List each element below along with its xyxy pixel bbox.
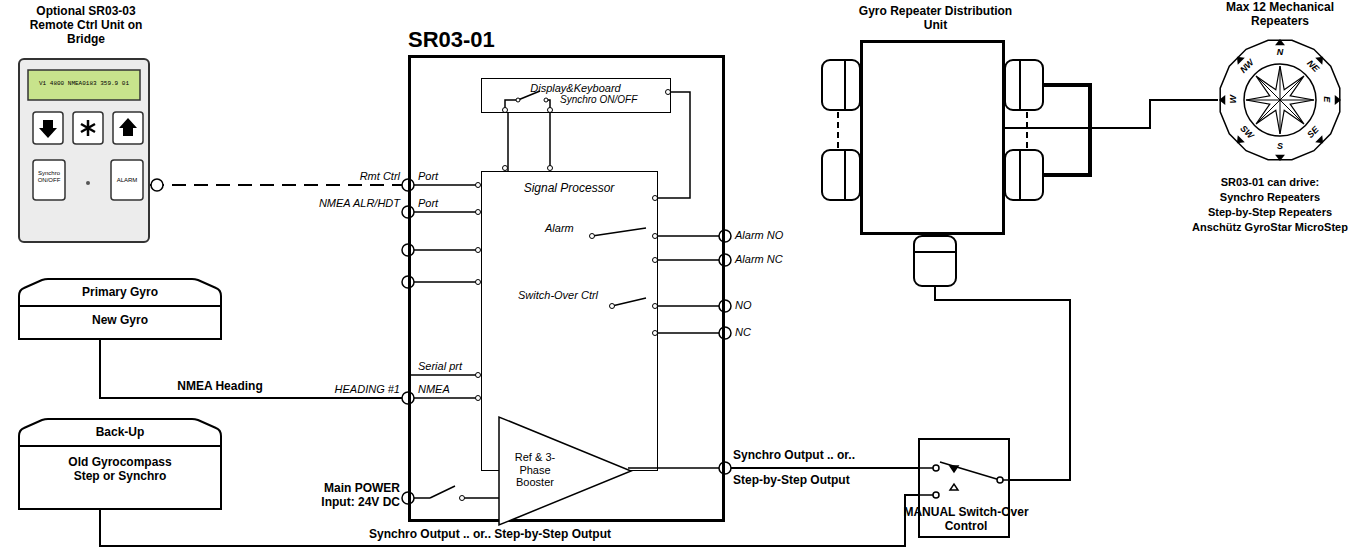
port-name: Serial prt xyxy=(418,360,476,373)
connector xyxy=(150,184,408,186)
edge-label: Synchro Output .. or.. Step-by-Step Outp… xyxy=(260,528,720,542)
node-title: Ref & 3-Phase Booster xyxy=(506,451,564,489)
remote-body xyxy=(19,59,149,242)
terminal-name: NO xyxy=(735,299,775,312)
led xyxy=(86,181,90,185)
lcd-screen xyxy=(28,70,140,100)
switch-box: MANUAL Switch-Over Control xyxy=(918,438,1010,538)
lcd-text: V1 4800 NMEA0183 359.9 01 xyxy=(30,81,138,88)
booster-triangle: Ref & 3-Phase Booster xyxy=(498,416,632,526)
button-icons xyxy=(39,118,137,138)
gyro-box: Back-UpOld Gyrocompass Step or Synchro xyxy=(18,418,222,510)
remote-buttons xyxy=(33,112,143,200)
note-line: Step-by-Step Repeaters xyxy=(1180,206,1360,219)
node-body: New Gyro xyxy=(18,314,222,328)
dash-marks xyxy=(838,112,1027,148)
sr03-unit: SR03-01Display&KeyboardSignal ProcessorR… xyxy=(408,55,725,522)
button-label: Synchro ON/OFF xyxy=(34,170,64,184)
edge-label: Synchro Output .. or.. xyxy=(733,449,908,463)
switch-name: Switch-Over Ctrl xyxy=(518,289,613,302)
internal-wires xyxy=(408,91,725,498)
compass-point: W xyxy=(1228,87,1238,111)
connector xyxy=(507,113,509,171)
port-name: Rmt Ctrl xyxy=(320,170,400,183)
terminal-name: NC xyxy=(735,326,775,339)
repeater-cables xyxy=(1043,85,1090,175)
switch-name: Synchro ON/OFF xyxy=(560,94,664,106)
signal-label: Step-by-Step Output xyxy=(733,474,908,488)
terminal-name: Alarm NC xyxy=(735,253,825,266)
triangle-outline xyxy=(498,416,632,526)
distribution-unit: Gyro Repeater Distribution Unit xyxy=(860,40,1005,235)
port-name: Port xyxy=(418,170,468,183)
note-line: SR03-01 can drive: xyxy=(1180,176,1360,189)
gyro-box: Primary GyroNew Gyro xyxy=(18,278,222,340)
node-title: SR03-01 xyxy=(408,27,538,52)
power-label: Main POWER Input: 24V DC xyxy=(290,482,400,510)
node-title: MANUAL Switch-Over Control xyxy=(902,506,1030,534)
cable-glands xyxy=(822,60,1043,286)
remote-port xyxy=(151,179,163,191)
compass-point: E xyxy=(1322,87,1332,111)
button-label: ALARM xyxy=(112,177,142,184)
node-title: Back-Up xyxy=(18,426,222,440)
node-title: Gyro Repeater Distribution Unit xyxy=(858,5,1013,33)
contacts xyxy=(460,90,671,501)
edge-label: NMEA Heading xyxy=(150,380,290,394)
port-name: NMEA xyxy=(418,383,473,396)
switch-symbol xyxy=(918,462,1010,498)
node-title: Max 12 Mechanical Repeaters xyxy=(1208,1,1352,29)
processor-box: Signal ProcessorRef & 3-Phase Booster xyxy=(481,171,658,471)
connector xyxy=(100,340,408,398)
note-line: Synchro Repeaters xyxy=(1180,191,1360,204)
star-icon xyxy=(81,120,95,136)
compass-point: S xyxy=(1268,141,1292,151)
node-title: Display&Keyboard xyxy=(482,82,669,95)
node-title: Signal Processor xyxy=(482,182,656,196)
port-name: NMEA ALR/HDT xyxy=(280,197,400,210)
terminal-name: Alarm NO xyxy=(735,229,825,242)
switch-name: Alarm xyxy=(545,222,590,235)
note-line: Anschütz GyroStar MicroStep xyxy=(1180,221,1360,234)
port-name: HEADING #1 xyxy=(290,383,400,396)
connector xyxy=(725,467,918,469)
node-title: Optional SR03-03 Remote Ctrl Unit on Bri… xyxy=(18,5,154,46)
compass-point: N xyxy=(1268,47,1292,57)
node-title: Primary Gyro xyxy=(18,286,222,300)
port-name: Port xyxy=(418,197,468,210)
node-body: Old Gyrocompass Step or Synchro xyxy=(58,456,182,484)
